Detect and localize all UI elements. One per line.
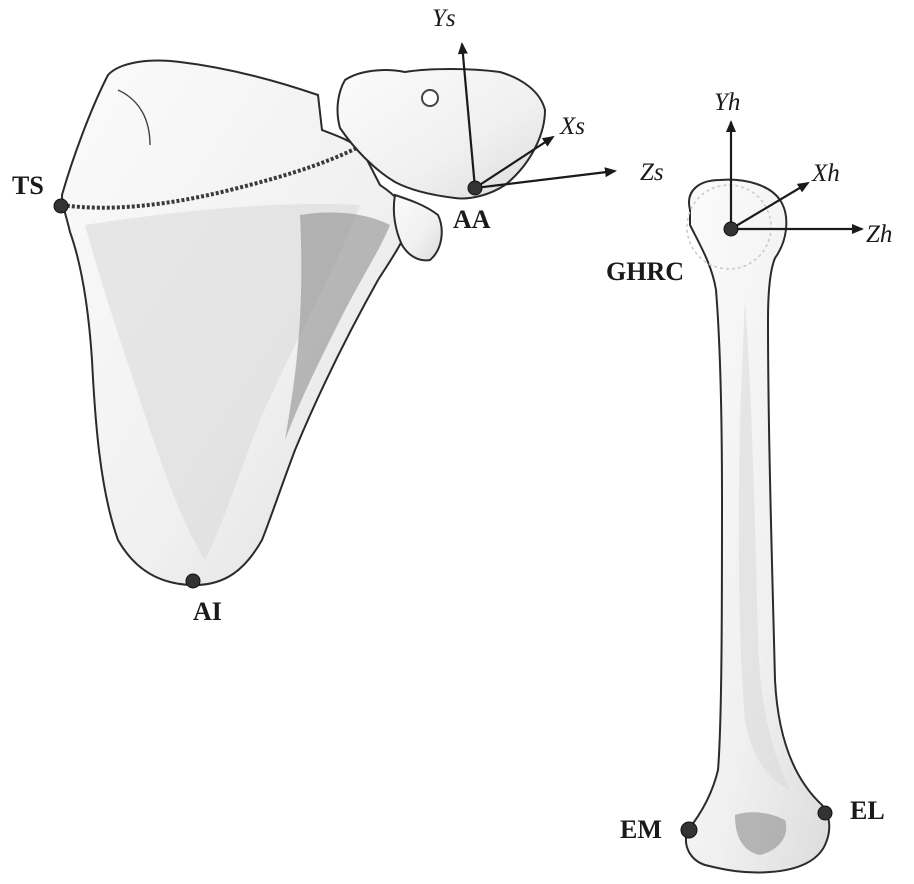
ts-label: TS [12,171,44,200]
em-label: EM [620,815,662,844]
aa-marker [468,181,482,195]
ys-axis-label: Ys [432,5,456,32]
humerus-axes: Yh Xh Zh [714,89,892,248]
glenoid [394,195,442,260]
zh-axis-label: Zh [866,221,892,248]
xh-axis-label: Xh [811,160,840,187]
scapula [62,61,545,585]
xs-axis-label: Xs [559,113,585,140]
zs-axis-label: Zs [640,159,664,186]
ghrc-marker [724,222,738,236]
el-marker [818,806,832,820]
el-label: EL [850,796,885,825]
em-marker [681,822,697,838]
aa-label: AA [453,205,491,234]
ts-marker [54,199,68,213]
ai-label: AI [193,597,222,626]
acromion-foramen [422,90,438,106]
ai-marker [186,574,200,588]
humerus-shaft [686,180,829,873]
ghrc-label: GHRC [606,257,684,286]
yh-axis-label: Yh [714,89,740,116]
humerus [686,180,829,873]
